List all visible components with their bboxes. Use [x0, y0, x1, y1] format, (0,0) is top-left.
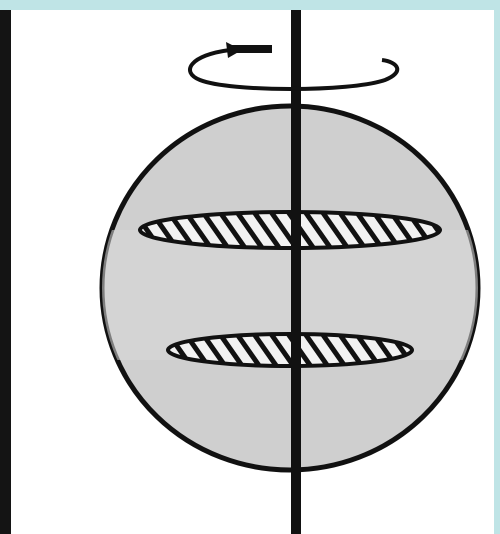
- upper-hatched-disc: [140, 212, 440, 248]
- lower-hatched-disc: [168, 334, 412, 366]
- right-frame-strip: [494, 10, 500, 534]
- left-frame-line: [0, 10, 11, 534]
- top-band: [0, 0, 500, 10]
